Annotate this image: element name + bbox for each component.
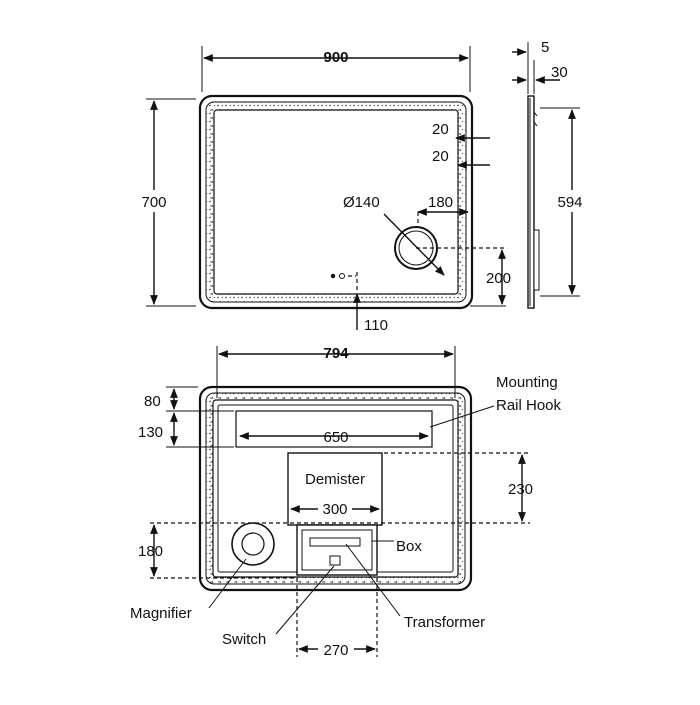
back-view: 794 650 80 130 Mounting Rail Hook Demist… <box>130 345 562 660</box>
switch-leader <box>275 565 335 635</box>
transformer-unit <box>309 537 361 547</box>
transformer-leader <box>345 543 401 617</box>
total-thickness-label: 30 <box>551 64 568 81</box>
inset-label-2: 20 <box>432 148 449 165</box>
inset-label-1: 20 <box>432 121 449 138</box>
front-mirror-outline <box>198 94 474 310</box>
side-view: 5 30 594 <box>512 39 590 309</box>
demister-height-label: 230 <box>508 481 533 498</box>
demister-width-label: 300 <box>322 501 347 518</box>
box-callout: Box <box>396 538 422 555</box>
side-mirror-profile <box>527 95 535 309</box>
mounting-rail-hook <box>235 410 433 448</box>
front-view: 900 700 20 20 Ø140 180 200 110 <box>134 46 511 334</box>
box-spacing-label: 270 <box>323 642 348 659</box>
magnifier-callout: Magnifier <box>130 605 192 622</box>
front-width-label: 900 <box>323 49 348 66</box>
switch-callout: Switch <box>222 631 266 648</box>
mounting-rail-leader <box>429 405 495 428</box>
back-mirror-outline <box>198 385 473 592</box>
side-box-profile <box>533 229 540 291</box>
rail-top-offset-label: 80 <box>144 393 161 410</box>
glass-thickness-label: 5 <box>541 39 549 56</box>
front-switch-dot <box>330 273 336 279</box>
transformer-callout: Transformer <box>404 614 485 631</box>
front-height-label: 700 <box>141 194 166 211</box>
electrical-box-inner <box>301 529 373 571</box>
front-switch-sensor <box>339 273 345 279</box>
magnifier-height-label: 180 <box>138 543 163 560</box>
switch-unit <box>329 555 341 566</box>
rail-width-label: 650 <box>323 429 348 446</box>
magnifier-right-offset-label: 180 <box>428 194 453 211</box>
side-height-label: 594 <box>557 194 582 211</box>
back-width-label: 794 <box>323 345 349 362</box>
magnifier-bottom-offset-label: 200 <box>486 270 511 287</box>
demister-label: Demister <box>305 471 365 488</box>
magnifier-leader <box>208 558 247 609</box>
back-magnifier-inner <box>241 532 265 556</box>
electrical-box <box>296 524 378 576</box>
magnifier-diameter-label: Ø140 <box>343 194 380 211</box>
switch-offset-label: 110 <box>364 317 388 334</box>
mounting-rail-callout-2: Rail Hook <box>496 397 562 414</box>
rail-height-label: 130 <box>138 424 163 441</box>
mounting-rail-callout-1: Mounting <box>496 374 558 391</box>
magnifier-diameter-leader <box>383 213 445 276</box>
